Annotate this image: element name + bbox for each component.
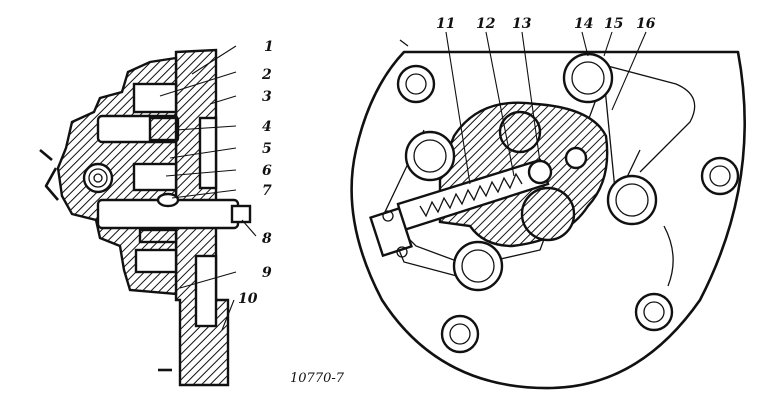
bolt-hole — [700, 156, 740, 196]
bolt-hole — [440, 314, 480, 354]
bolt-hole — [405, 73, 427, 95]
callout-14: 14 — [574, 16, 593, 32]
gear-teeth-lower — [138, 228, 178, 244]
face-leaders — [445, 31, 647, 185]
callout-8: 8 — [262, 231, 272, 247]
callout-10: 10 — [238, 291, 258, 307]
valve-plunger — [527, 159, 553, 185]
bolt-hole — [396, 64, 436, 104]
pump-face-outline — [350, 50, 746, 390]
drive-gear-shaft — [520, 186, 576, 242]
cap-pin — [382, 210, 394, 222]
spring-inner — [88, 168, 108, 188]
gear-cavity-lower — [134, 248, 178, 274]
bolt-hole — [634, 292, 674, 332]
callout-2: 2 — [261, 67, 272, 83]
callout-9: 9 — [262, 265, 272, 281]
gear-teeth-upper — [148, 116, 178, 142]
sweep-outline — [599, 63, 696, 287]
split-pin — [39, 149, 59, 201]
callout-6: 6 — [262, 163, 272, 179]
boss — [571, 61, 605, 95]
cap-pin — [396, 246, 408, 258]
callout-5: 5 — [262, 141, 272, 157]
gear-cavity-mid — [132, 162, 178, 192]
callout-11: 11 — [436, 16, 455, 32]
boss — [606, 174, 658, 226]
boss — [404, 130, 456, 182]
section-leaders — [159, 45, 257, 331]
shaft-end — [230, 204, 252, 224]
plate-recess-lower — [194, 254, 218, 328]
bolt-hole — [643, 301, 665, 323]
callout-12: 12 — [476, 16, 496, 32]
valve-spring — [419, 172, 523, 218]
upper-gear-shaft — [498, 110, 542, 154]
boss — [615, 183, 649, 217]
callout-13: 13 — [512, 16, 532, 32]
seat-ball — [156, 192, 180, 208]
gear-cavity-upper — [132, 82, 178, 114]
callout-16: 16 — [636, 16, 656, 32]
spring-bosses — [404, 52, 658, 292]
callout-1: 1 — [264, 39, 274, 55]
boss — [452, 240, 504, 292]
section-view — [39, 45, 257, 387]
callout-7: 7 — [262, 183, 272, 199]
callout-15: 15 — [604, 16, 623, 32]
spring-outer — [82, 162, 114, 194]
callout-numbers: 1 2 3 4 5 6 7 8 9 10 11 12 13 14 15 16 1… — [238, 16, 656, 386]
figure-code: 10770-7 — [290, 371, 345, 386]
bolt-hole — [709, 165, 731, 187]
boss — [562, 52, 614, 104]
small-port — [564, 146, 588, 170]
spring-core — [93, 173, 103, 183]
face-view — [350, 31, 746, 390]
boss — [461, 249, 495, 283]
bolt-holes — [396, 64, 740, 354]
boss — [413, 139, 447, 173]
callout-4: 4 — [262, 119, 272, 135]
corner-tick — [399, 39, 409, 47]
bolt-hole — [449, 323, 471, 345]
callout-3: 3 — [262, 89, 272, 105]
